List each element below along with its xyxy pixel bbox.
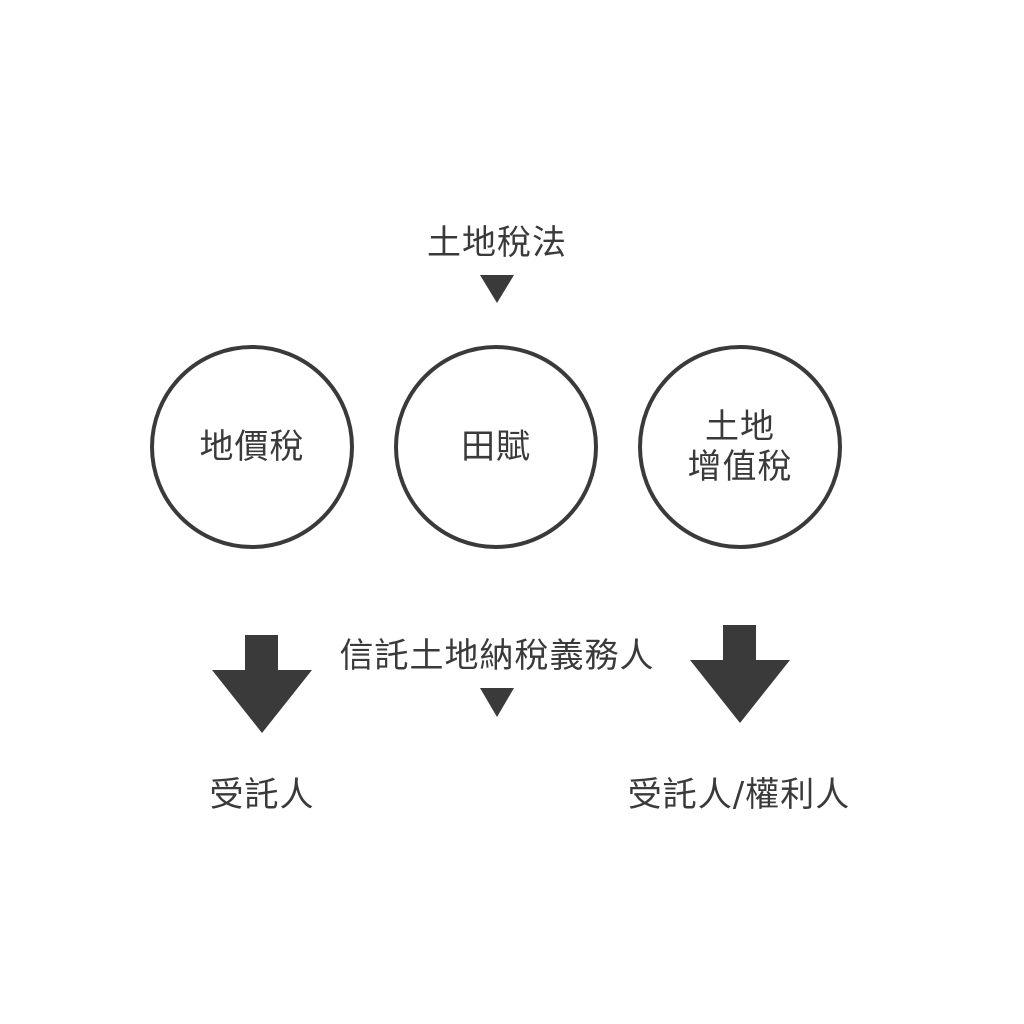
tax-label: 田賦 bbox=[461, 427, 531, 467]
tax-circle-field: 田賦 bbox=[394, 345, 598, 549]
middle-down-triangle-icon bbox=[480, 688, 514, 717]
right-down-arrow-icon bbox=[690, 625, 790, 723]
middle-label: 信託土地納稅義務人 bbox=[339, 636, 655, 676]
title-down-triangle-icon bbox=[480, 275, 514, 303]
tax-label-line1: 土地 bbox=[705, 407, 775, 447]
left-down-arrow-icon bbox=[212, 635, 312, 733]
right-result-label: 受託人/權利人 bbox=[627, 775, 851, 815]
tax-label: 地價稅 bbox=[199, 427, 305, 467]
tax-circle-land-value: 地價稅 bbox=[150, 345, 354, 549]
left-result-label: 受託人 bbox=[209, 775, 315, 815]
tax-label-line2: 增值稅 bbox=[687, 447, 793, 487]
tax-circle-land-value-increment: 土地 增值稅 bbox=[638, 345, 842, 549]
diagram-title: 土地稅法 bbox=[427, 223, 567, 263]
